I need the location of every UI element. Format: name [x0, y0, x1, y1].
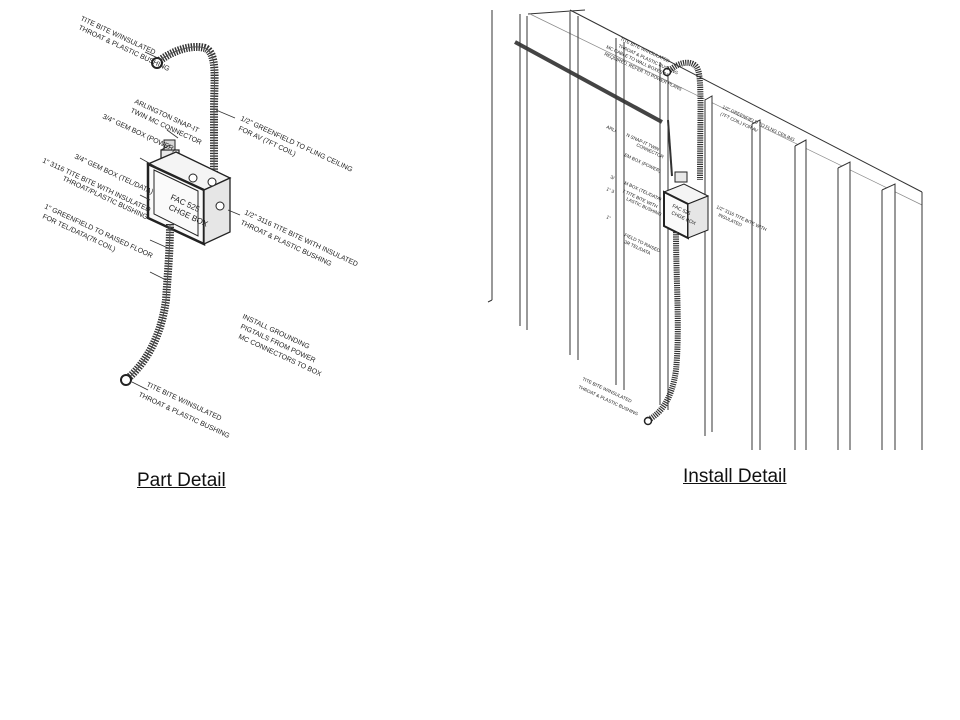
inst-frag-a: ARLI: [606, 124, 617, 133]
part-detail-caption: Part Detail: [137, 470, 226, 491]
inst-frag-c: 1" 3: [606, 186, 616, 194]
top-track: [514, 40, 663, 124]
inst-frag-d: 1": [606, 214, 612, 220]
install-detail-caption: Install Detail: [683, 466, 787, 487]
wall-frame: [487, 9, 923, 303]
wall-hatch: [529, 13, 923, 206]
leader-lines: [131, 51, 241, 391]
metal-studs: [519, 12, 923, 450]
callout-tite-bite-right-1: 1/2" 3116 TITE BITE WITH INSULATED: [243, 209, 359, 268]
install-detail-drawing: FAC 525 CHGE BOX TITE BITE W/INSULATED T…: [487, 9, 923, 450]
callout-greenfield-ceiling-1: 1/2" GREENFIELD TO FLING CEILING: [239, 115, 353, 173]
install-box: FAC 525 CHGE BOX: [662, 171, 710, 240]
install-lower-conduit: [646, 231, 681, 423]
install-upper-conduit: [665, 59, 704, 181]
callout-top-bushing-2: THROAT & PLASTIC BUSHING: [77, 24, 170, 72]
fac-525-box: FAC 525 CHGE BOX: [146, 151, 232, 246]
bottom-bushing: [120, 374, 132, 386]
inst-frag-b: 3/: [610, 174, 616, 180]
part-detail-drawing: FAC 525 CHGE BOX TITE BITE W/INSULATED T…: [41, 15, 359, 439]
